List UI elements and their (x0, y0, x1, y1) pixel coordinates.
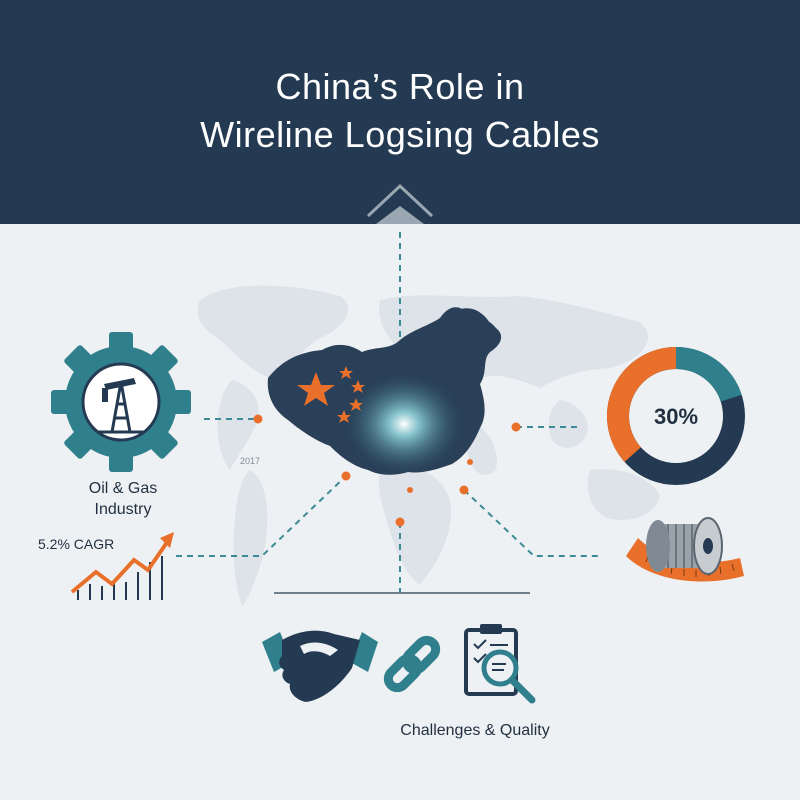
page-title-line2: Wireline Logsing Cables (200, 114, 600, 155)
share-percent-label: 30% (653, 404, 699, 429)
growth-chart-icon (70, 532, 174, 600)
clipboard-magnifier-icon (464, 624, 536, 704)
handshake-icon (262, 630, 378, 702)
challenges-quality-caption: Challenges & Quality (400, 722, 550, 739)
cagr-label: 5.2% CAGR (38, 536, 115, 552)
donut-chart-icon (607, 347, 745, 485)
connector-lines (176, 232, 600, 592)
cable-spool-icon (646, 517, 723, 575)
chain-link-icon (383, 635, 441, 693)
page-title-line1: China’s Role in (275, 66, 525, 107)
star-icon (297, 366, 365, 423)
gear-oil-rig-icon (51, 332, 191, 472)
chevron-up-icon (366, 183, 434, 224)
china-map-icon (267, 307, 502, 475)
year-label: 2017 (240, 456, 261, 466)
connector-cable (463, 489, 600, 557)
industry-label: Oil & Gas Industry (88, 480, 158, 518)
